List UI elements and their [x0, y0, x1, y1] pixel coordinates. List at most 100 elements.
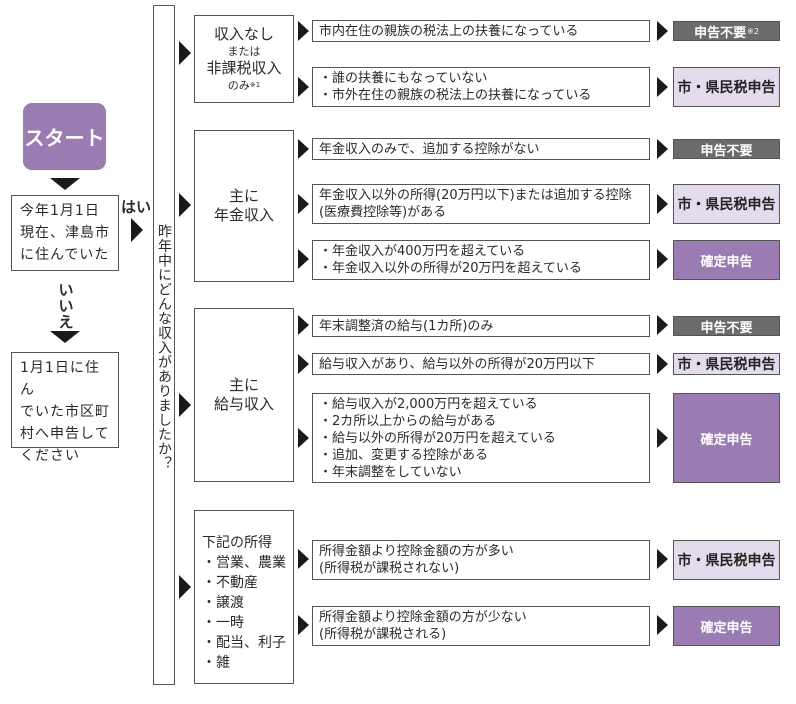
category-pension-income: 主に 年金収入: [194, 130, 294, 282]
condition-line: 年末調整済の給与(1カ所)のみ: [319, 318, 494, 334]
condition-line: ・市外在住の親族の税法上の扶養になっている: [319, 88, 592, 103]
arrow-down-icon: [50, 331, 80, 343]
category-other-income: 下記の所得 ・営業、農業 ・不動産 ・譲渡 ・一時 ・配当、利子 ・雑: [194, 510, 294, 684]
arrow-right-icon: [179, 193, 191, 217]
footnote-mark: ※2: [747, 26, 759, 36]
arrow-down-icon: [50, 178, 80, 190]
arrow-right-icon: [657, 354, 668, 374]
arrow-right-icon: [298, 549, 309, 569]
result-final-tax-return: 確定申告: [673, 240, 780, 280]
category-line: ・不動産: [202, 575, 258, 591]
residence-question-line: 今年1月1日: [20, 203, 100, 219]
other-municipality-line: 1月1日に住ん: [20, 360, 100, 398]
condition-box: 所得金額より控除金額の方が少ない (所得税が課税される): [312, 606, 650, 646]
arrow-right-icon: [298, 139, 309, 159]
arrow-right-icon: [657, 615, 668, 635]
condition-line: ・年金収入以外の所得が20万円を超えている: [319, 261, 582, 276]
result-final-tax-return: 確定申告: [673, 606, 780, 646]
condition-line: 所得金額より控除金額の方が少ない: [319, 610, 527, 625]
category-line: ・雑: [202, 655, 230, 671]
result-no-filing: 申告不要※2: [673, 21, 780, 41]
condition-line: 市内在住の親族の税法上の扶養になっている: [319, 23, 579, 39]
category-salary-income: 主に 給与収入: [194, 308, 294, 482]
footnote-mark: ※1: [249, 81, 261, 89]
arrow-right-icon: [298, 354, 309, 374]
condition-line: (所得税が課税されない): [319, 561, 460, 576]
condition-line: 所得金額より控除金額の方が多い: [319, 544, 514, 559]
income-question-text: 昨年中にどんな収入がありましたか？: [156, 224, 172, 471]
condition-line: ・追加、変更する控除がある: [319, 447, 489, 463]
condition-box: ・年金収入が400万円を超えている ・年金収入以外の所得が20万円を超えている: [312, 240, 650, 280]
category-line: ・営業、農業: [202, 555, 286, 571]
condition-box: 給与収入があり、給与以外の所得が20万円以下: [312, 353, 650, 375]
category-line: 給与収入: [213, 395, 274, 413]
condition-line: ・2カ所以上からの給与がある: [319, 413, 497, 429]
category-line: ・一時: [202, 615, 244, 631]
other-municipality-line: ください: [20, 448, 80, 464]
condition-line: ・給与収入が2,000万円を超えている: [319, 396, 538, 412]
category-line: ・配当、利子: [202, 635, 286, 651]
arrow-right-icon: [298, 615, 309, 635]
residence-question-line: 現在、津島市: [20, 225, 110, 241]
arrow-right-icon: [179, 575, 191, 599]
arrow-right-icon: [657, 549, 668, 569]
condition-line: ・年金収入が400万円を超えている: [319, 244, 526, 259]
condition-box: 年金収入以外の所得(20万円以下)または追加する控除 (医療費控除等)がある: [312, 184, 650, 224]
condition-line: ・誰の扶養にもなっていない: [319, 71, 488, 86]
yes-label: はい: [121, 198, 152, 216]
arrow-right-icon: [657, 139, 668, 159]
income-question-column: 昨年中にどんな収入がありましたか？: [153, 5, 175, 685]
category-line: 下記の所得: [202, 535, 272, 551]
arrow-right-icon: [298, 249, 309, 269]
result-no-filing: 申告不要: [673, 139, 780, 159]
condition-box: 年金収入のみで、追加する控除がない: [312, 138, 650, 160]
other-municipality-line: でいた市区町: [20, 404, 110, 420]
condition-box: 所得金額より控除金額の方が多い (所得税が課税されない): [312, 540, 650, 580]
arrow-right-icon: [657, 21, 668, 41]
arrow-right-icon: [657, 428, 668, 448]
category-no-income: 収入なし または 非課税収入 のみ※1: [194, 15, 294, 103]
result-final-tax-return: 確定申告: [673, 393, 780, 483]
result-city-prefectural-tax: 市・県民税申告: [673, 540, 780, 580]
condition-line: 給与収入があり、給与以外の所得が20万円以下: [319, 356, 596, 372]
arrow-right-icon: [298, 315, 309, 335]
start-node: スタート: [23, 103, 106, 170]
category-line: 収入なし: [213, 25, 274, 43]
category-line: 年金収入: [213, 206, 274, 224]
condition-line: ・給与以外の所得が20万円を超えている: [319, 430, 556, 446]
arrow-right-icon: [179, 41, 191, 65]
other-municipality-line: 村へ申告して: [20, 426, 110, 442]
category-line: のみ: [227, 79, 250, 92]
arrow-right-icon: [298, 194, 309, 214]
arrow-right-icon: [298, 428, 309, 448]
category-line: または: [227, 45, 261, 58]
condition-line: 年金収入のみで、追加する控除がない: [319, 141, 540, 157]
condition-line: ・年末調整をしていない: [319, 464, 462, 480]
condition-line: 年金収入以外の所得(20万円以下)または追加する控除: [319, 188, 632, 203]
result-no-filing: 申告不要: [673, 316, 780, 336]
condition-box: ・給与収入が2,000万円を超えている ・2カ所以上からの給与がある ・給与以外…: [312, 393, 650, 483]
result-city-prefectural-tax: 市・県民税申告: [673, 184, 780, 224]
residence-question-box: 今年1月1日 現在、津島市 に住んでいた: [11, 195, 119, 271]
condition-line: (所得税が課税される): [319, 627, 447, 642]
category-line: ・譲渡: [202, 595, 244, 611]
result-city-prefectural-tax: 市・県民税申告: [673, 353, 780, 375]
category-line: 主に: [228, 187, 259, 205]
residence-question-line: に住んでいた: [20, 247, 110, 263]
other-municipality-box: 1月1日に住ん でいた市区町 村へ申告して ください: [11, 352, 119, 464]
arrow-right-icon: [657, 77, 668, 97]
arrow-right-icon: [657, 194, 668, 214]
condition-box: 市内在住の親族の税法上の扶養になっている: [312, 20, 650, 42]
arrow-right-icon: [298, 77, 309, 97]
result-city-prefectural-tax: 市・県民税申告: [673, 67, 780, 107]
arrow-right-icon: [131, 218, 143, 242]
result-label: 申告不要: [694, 25, 747, 41]
arrow-right-icon: [657, 249, 668, 269]
arrow-right-icon: [298, 21, 309, 41]
arrow-right-icon: [179, 393, 191, 417]
arrow-right-icon: [657, 315, 668, 335]
condition-box: ・誰の扶養にもなっていない ・市外在住の親族の税法上の扶養になっている: [312, 67, 650, 107]
condition-line: (医療費控除等)がある: [319, 205, 447, 220]
category-line: 非課税収入: [206, 59, 282, 77]
category-line: 主に: [228, 376, 259, 394]
